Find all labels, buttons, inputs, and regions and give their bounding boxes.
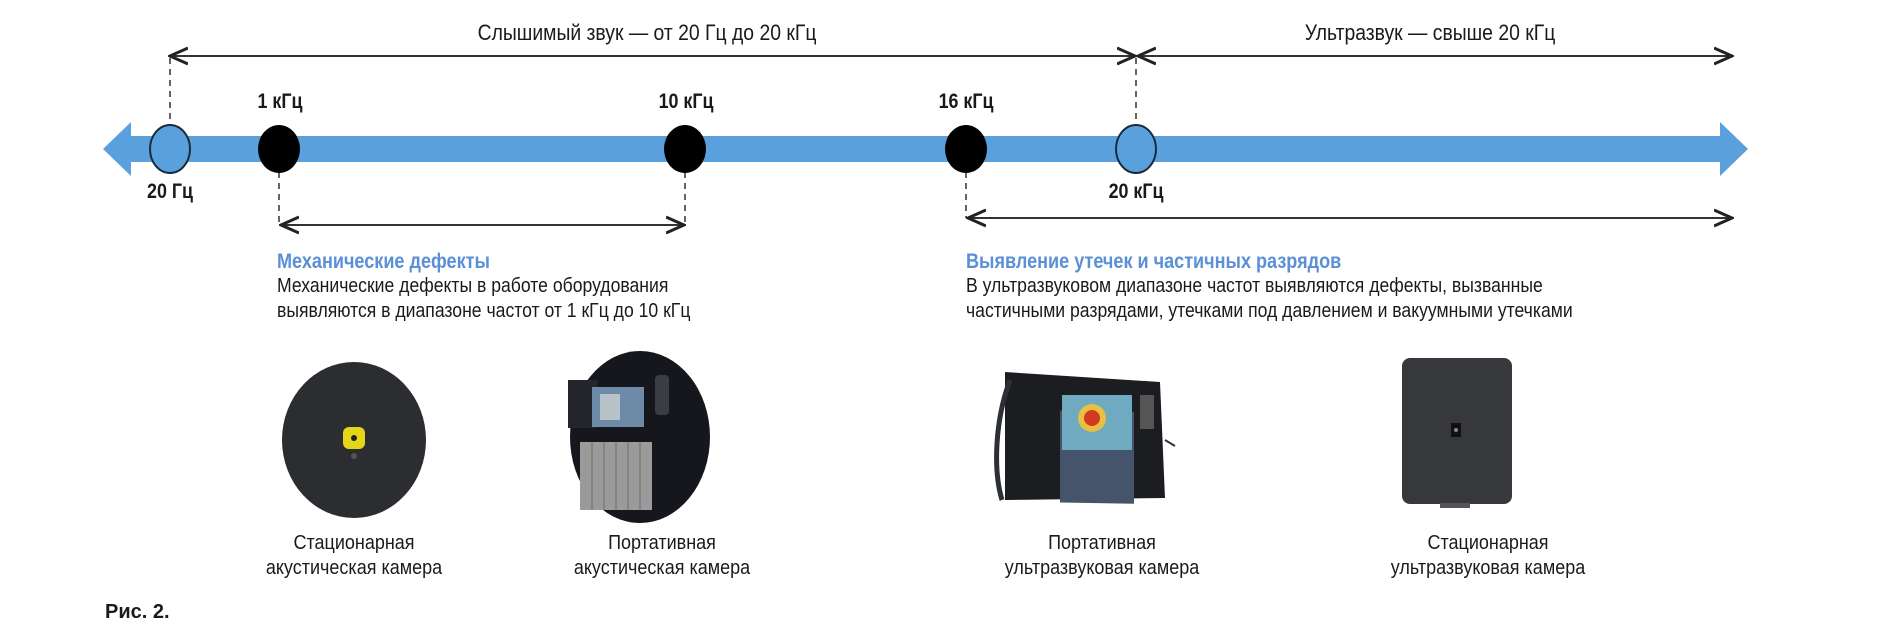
device-caption: Стационарная акустическая камера [266,531,442,581]
caption-line: Стационарная [1427,532,1549,554]
mechanical-title: Механические дефекты [277,250,490,273]
mechanical-section: Механические дефекты Механические дефект… [277,250,747,324]
marker-20khz [1115,124,1157,174]
description-line: Механические дефекты в работе оборудован… [277,275,669,297]
device-caption: Стационарная ультразвуковая камера [1391,531,1585,581]
caption-line: ультразвуковая камера [1390,557,1586,579]
leaks-title: Выявление утечек и частичных разрядов [966,250,1342,273]
description-line: выявляются в диапазоне частот от 1 кГц д… [277,300,691,322]
marker-1khz [258,125,300,173]
caption-line: ультразвуковая камера [1004,557,1200,579]
audible-range-label: Слышимый звук — от 20 Гц до 20 кГц [477,20,817,45]
leaks-section: Выявление утечек и частичных разрядов В … [966,250,1655,324]
frequency-diagram [103,0,1748,523]
caption-line: Портативная [1048,532,1156,554]
label-20hz: 20 Гц [147,180,193,203]
stationary-ultrasonic-camera-image [1402,358,1512,508]
caption-line: Стационарная [293,532,415,554]
ultrasound-range-label: Ультразвук — свыше 20 кГц [1304,20,1556,45]
label-10khz: 10 кГц [658,90,714,113]
device-caption: Портативная ультразвуковая камера [1005,531,1199,581]
label-1khz: 1 кГц [257,90,303,113]
leaks-description: В ультразвуковом диапазоне частот выявля… [966,274,1573,324]
portable-ultrasonic-camera-image [994,372,1176,504]
mechanical-description: Механические дефекты в работе оборудован… [277,274,690,324]
portable-acoustic-camera-image [568,351,710,523]
marker-16khz [945,125,987,173]
label-20khz: 20 кГц [1108,180,1164,203]
description-line: В ультразвуковом диапазоне частот выявля… [966,275,1543,297]
marker-10khz [664,125,706,173]
stationary-acoustic-camera-image [282,362,426,518]
description-line: частичными разрядами, утечками под давле… [966,300,1573,322]
label-16khz: 16 кГц [938,90,994,113]
caption-line: акустическая камера [573,557,751,579]
frequency-axis [103,122,1748,176]
caption-line: акустическая камера [265,557,443,579]
device-caption: Портативная акустическая камера [574,531,750,581]
figure-caption: Рис. 2. [105,601,170,623]
caption-line: Портативная [608,532,716,554]
marker-20hz [149,124,191,174]
